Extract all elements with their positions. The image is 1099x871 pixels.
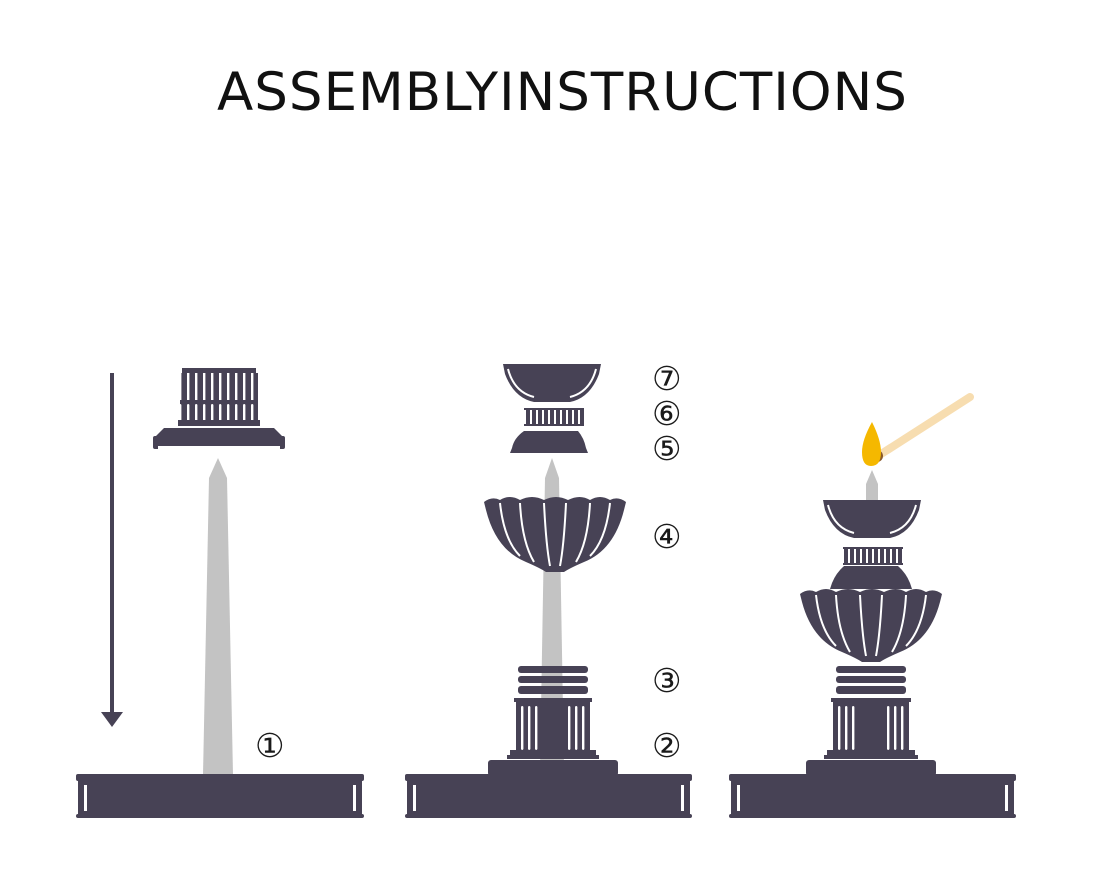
- candle-spike: [203, 458, 233, 775]
- page-title: ASSEMBLYINSTRUCTIONS: [217, 62, 908, 123]
- base-tray: [76, 774, 364, 818]
- down-arrow-icon: [101, 373, 123, 727]
- assembled-ring: [843, 547, 903, 565]
- step-label-6: ⑥: [652, 394, 682, 433]
- base-tray: [405, 760, 692, 818]
- part-3-rings: [518, 666, 588, 694]
- step-label-1: ①: [255, 726, 285, 765]
- step-label-3: ③: [652, 661, 682, 700]
- step-label-4: ④: [652, 517, 682, 556]
- assembled-bowl: [823, 500, 921, 538]
- step-label-2: ②: [652, 726, 682, 765]
- candle-tip: [866, 470, 878, 500]
- figure-step-2: ⑦ ⑥ ⑤ ④ ③ ②: [405, 359, 692, 818]
- match-icon: [871, 393, 974, 462]
- flame-icon: [862, 422, 881, 466]
- part-7-bowl: [503, 364, 601, 402]
- figure-step-assembled: [729, 393, 1016, 818]
- part-5-collar: [510, 431, 588, 453]
- assembled-collar: [830, 566, 912, 589]
- step-label-5: ⑤: [652, 429, 682, 468]
- assembled-column: [824, 698, 918, 759]
- base-tray: [729, 760, 1016, 818]
- part-6-ring: [524, 408, 584, 426]
- step-label-7: ⑦: [652, 359, 682, 398]
- part-2-column: [507, 698, 599, 759]
- figure-step-1: ①: [76, 368, 364, 818]
- part-4-lotus: [484, 497, 626, 572]
- cap-part: [153, 368, 285, 449]
- assembled-lotus: [800, 589, 942, 662]
